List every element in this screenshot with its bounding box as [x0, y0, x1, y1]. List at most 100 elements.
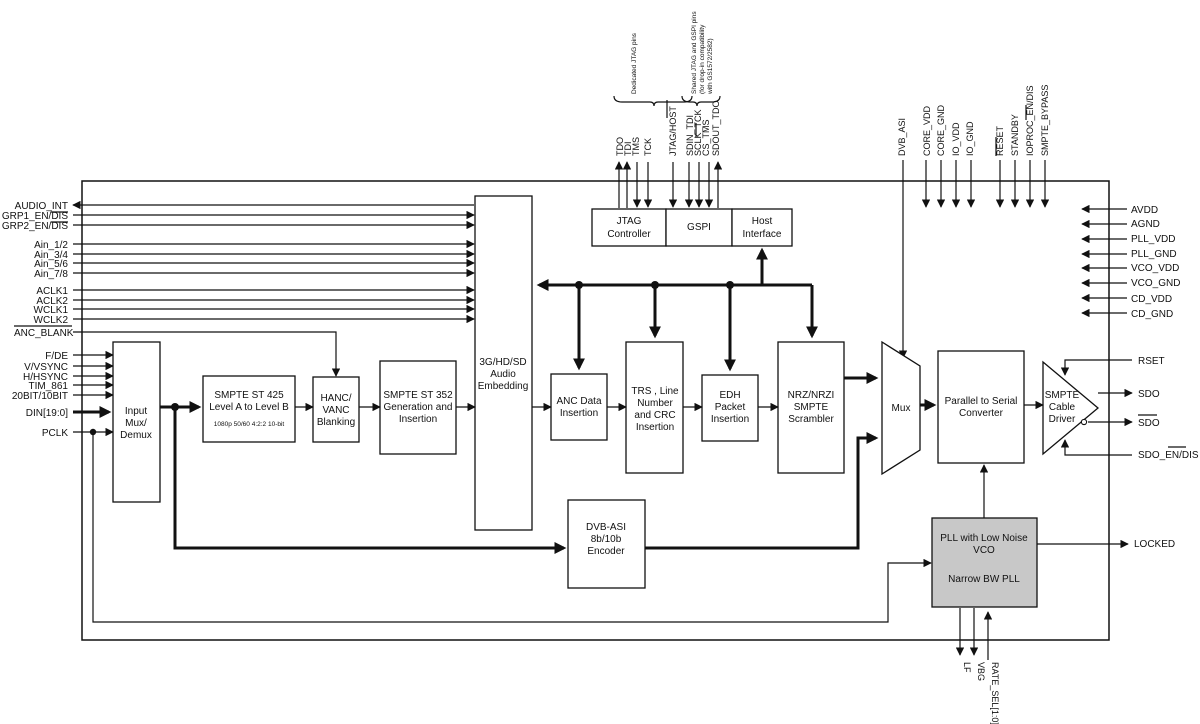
- left-pin-lines: [72, 200, 932, 623]
- pin-sdo: SDO: [1138, 389, 1160, 400]
- svg-text:Demux: Demux: [120, 430, 152, 441]
- pin-sdo-en: SDO_EN/DIS: [1138, 450, 1199, 461]
- svg-text:Interface: Interface: [743, 229, 782, 240]
- pin-sdo-bar: SDO: [1138, 418, 1160, 429]
- pin-sdin-tdi: SDIN_TDI: [685, 115, 695, 156]
- pin-sdout-tdo: SDOUT_TDO: [711, 100, 721, 156]
- svg-text:Controller: Controller: [607, 229, 651, 240]
- svg-text:SMPTE ST 352: SMPTE ST 352: [383, 390, 453, 401]
- pin-core-vdd: CORE_VDD: [922, 105, 932, 156]
- svg-text:Host: Host: [752, 216, 773, 227]
- nrz-scrambler-block: NRZ/NRZI SMPTE Scrambler: [777, 341, 845, 474]
- pin-cs-tms: CS_TMS: [701, 119, 711, 156]
- pin-io-vdd: IO_VDD: [951, 122, 961, 156]
- pin-dvb-asi: DVB_ASI: [897, 118, 907, 156]
- pin-wclk2: WCLK2: [34, 315, 69, 326]
- right-pin-lines: [1037, 204, 1133, 549]
- svg-text:Audio: Audio: [490, 369, 516, 380]
- shared-note-3: with GS1572/2582): [707, 38, 714, 95]
- svg-text:and CRC: and CRC: [634, 410, 675, 421]
- svg-text:SMPTE: SMPTE: [1045, 390, 1080, 401]
- jtag-note: Dedicated JTAG pins: [631, 32, 638, 94]
- svg-text:Embedding: Embedding: [478, 381, 529, 392]
- pin-cd-gnd: CD_GND: [1131, 309, 1173, 320]
- audio-embedding-block: 3G/HD/SD Audio Embedding: [474, 195, 533, 531]
- pin-vsync: V/VSYNC: [24, 362, 68, 373]
- input-mux-block: Input Mux/ Demux: [112, 341, 161, 503]
- pin-smpte-bypass: SMPTE_BYPASS: [1040, 85, 1050, 156]
- svg-text:Mux: Mux: [892, 403, 911, 414]
- pin-fde: F/DE: [45, 351, 68, 362]
- pin-sclk-tck: SCLK_TCK: [693, 109, 703, 156]
- svg-text:Narrow BW PLL: Narrow BW PLL: [948, 574, 1020, 585]
- pin-grp1: GRP1_EN/DIS: [2, 211, 68, 222]
- svg-text:PLL with Low Noise: PLL with Low Noise: [940, 533, 1028, 544]
- pin-tms: TMS: [631, 137, 641, 156]
- svg-text:Insertion: Insertion: [560, 408, 598, 419]
- pin-locked: LOCKED: [1134, 539, 1175, 550]
- svg-text:Scrambler: Scrambler: [788, 414, 834, 425]
- pin-pclk: PCLK: [42, 428, 68, 439]
- pin-vbg: VBG: [976, 662, 986, 681]
- svg-text:Insertion: Insertion: [636, 422, 674, 433]
- top-pin-labels: TDO TDI TMS TCK JTAG/HOST SDIN_TDI SCLK_…: [615, 85, 1050, 156]
- pin-lf: LF: [962, 662, 972, 673]
- svg-text:Insertion: Insertion: [399, 414, 437, 425]
- pin-pll-gnd: PLL_GND: [1131, 249, 1177, 260]
- pin-tim861: TIM_861: [29, 381, 69, 392]
- pin-vco-gnd: VCO_GND: [1131, 278, 1180, 289]
- gspi-block: GSPI: [665, 208, 733, 247]
- pin-tck: TCK: [643, 138, 653, 156]
- pin-ain78: Ain_7/8: [34, 269, 68, 280]
- svg-text:SMPTE ST 425: SMPTE ST 425: [214, 390, 284, 401]
- svg-text:Cable: Cable: [1049, 402, 1076, 413]
- st425-block: SMPTE ST 425 Level A to Level B 1080p 50…: [202, 375, 296, 443]
- pin-core-gnd: CORE_GND: [936, 104, 946, 156]
- pin-jtag-host: JTAG/HOST: [668, 106, 678, 156]
- pin-aclk1: ACLK1: [36, 286, 68, 297]
- pin-tdo: TDO: [615, 137, 625, 156]
- edh-insertion-block: EDH Packet Insertion: [701, 374, 759, 442]
- svg-text:Insertion: Insertion: [711, 414, 749, 425]
- svg-text:VANC: VANC: [322, 405, 349, 416]
- svg-text:3G/HD/SD: 3G/HD/SD: [479, 357, 526, 368]
- svg-text:TRS , Line: TRS , Line: [631, 386, 679, 397]
- left-pin-labels: AUDIO_INT GRP1_EN/DIS GRP2_EN/DIS Ain_1/…: [2, 201, 74, 439]
- pin-ioproc: IOPROC_EN/DIS: [1025, 85, 1035, 156]
- svg-text:DVB-ASI: DVB-ASI: [586, 522, 626, 533]
- cable-driver-block: SMPTE Cable Driver: [1042, 360, 1100, 456]
- svg-text:EDH: EDH: [719, 390, 740, 401]
- pin-tdi: TDI: [623, 142, 633, 157]
- pin-io-gnd: IO_GND: [965, 121, 975, 156]
- parallel-serial-block: Parallel to Serial Converter: [937, 350, 1025, 464]
- jtag-controller-block: JTAG Controller: [591, 208, 667, 247]
- anc-insertion-block: ANC Data Insertion: [550, 373, 608, 441]
- pin-cd-vdd: CD_VDD: [1131, 294, 1172, 305]
- top-pin-lines: [614, 160, 1050, 359]
- st352-block: SMPTE ST 352 Generation and Insertion: [379, 360, 457, 455]
- svg-text:Packet: Packet: [715, 402, 746, 413]
- pin-ain56: Ain_5/6: [34, 259, 68, 270]
- svg-text:Converter: Converter: [959, 408, 1004, 419]
- internal-connections: [160, 247, 1044, 554]
- shared-note-2: (for drop-in compatibility: [699, 24, 706, 94]
- pin-ain12: Ain_1/2: [34, 240, 68, 251]
- svg-text:VCO: VCO: [973, 545, 995, 556]
- svg-text:SMPTE: SMPTE: [794, 402, 829, 413]
- right-pin-labels: AVDD AGND PLL_VDD PLL_GND VCO_VDD VCO_GN…: [1131, 205, 1199, 550]
- svg-text:1080p 50/60 4:2:2 10-bit: 1080p 50/60 4:2:2 10-bit: [214, 421, 285, 428]
- svg-text:HANC/: HANC/: [320, 393, 351, 404]
- jtag-note-group: Dedicated JTAG pins Shared JTAG and GSPI…: [613, 11, 721, 107]
- svg-text:Number: Number: [637, 398, 673, 409]
- pin-hsync: H/HSYNC: [23, 372, 68, 383]
- pin-vco-vdd: VCO_VDD: [1131, 263, 1179, 274]
- pin-grp2: GRP2_EN/DIS: [2, 221, 68, 232]
- pin-aclk2: ACLK2: [36, 296, 68, 307]
- svg-text:Mux/: Mux/: [125, 418, 147, 429]
- pin-avdd: AVDD: [1131, 205, 1158, 216]
- dvb-asi-encoder-block: DVB-ASI 8b/10b Encoder: [567, 499, 646, 589]
- pll-block: PLL with Low Noise VCO Narrow BW PLL: [931, 517, 1038, 608]
- pin-anc-blank: ANC_BLANK: [14, 328, 74, 339]
- host-interface-block: Host Interface: [731, 208, 793, 247]
- svg-text:NRZ/NRZI: NRZ/NRZI: [788, 390, 835, 401]
